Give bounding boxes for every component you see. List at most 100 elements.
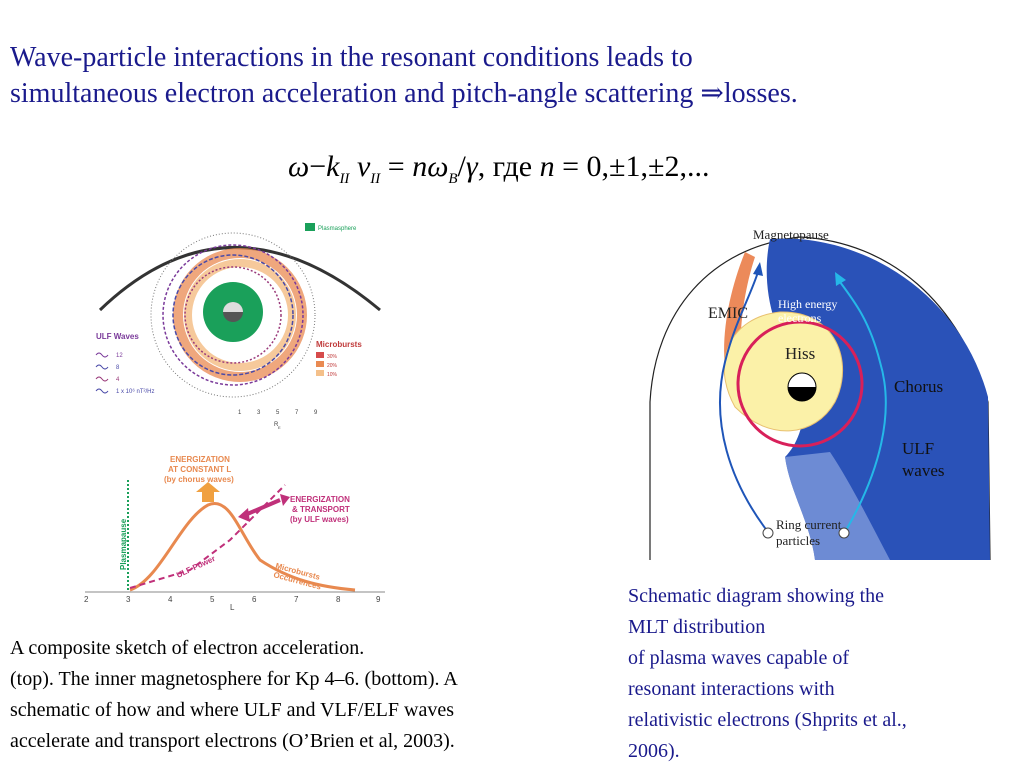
high-energy-label-1: High energy [778,297,837,311]
earth-day-side [223,302,243,312]
title-line-2: simultaneous electron acceleration and p… [10,78,798,109]
microburst-ring-outer [173,248,307,382]
energization-transport-arrowtail [238,508,250,522]
ulf-waves-title: ULF Waves [96,332,139,341]
magnetopause-label: Magnetopause [753,227,829,242]
energization-up-arrow [196,482,220,502]
caption-right-line-3: of plasma waves capable of [628,647,850,669]
formula-where: , где [477,150,533,183]
formula-v: v [356,150,371,183]
formula-equals: = [387,150,405,183]
ring-current-label-2: particles [776,533,820,548]
l-tick-9: 9 [376,595,381,604]
caption-right-line-2: MLT distribution [628,616,766,638]
l-tick-7: 7 [294,595,299,604]
re-tick-5: 5 [276,410,280,416]
ulf-legend-wave-2 [95,364,109,370]
microburst-value-10: 10% [327,372,338,378]
caption-right-line-4: resonant interactions with [628,678,835,700]
ulf-wave-ring-3 [184,266,282,364]
microbursts-title: Microbursts [316,340,362,349]
hiss-label: Hiss [785,344,815,363]
chorus-gradient-fade [785,452,890,560]
formula-v-sub: II [370,171,381,187]
formula-b-sub: B [448,171,458,187]
ulf-wave-ring-2 [172,254,294,376]
re-tick-1: 1 [238,410,242,416]
ulf-waves-label-1: ULF [902,439,934,458]
formula-minus: − [309,150,327,183]
caption-left: A composite sketch of electron accelerat… [10,633,610,757]
energization-transport-line-1: ENERGIZATION [290,495,350,504]
microburst-swatch-10 [316,370,324,376]
l-tick-5: 5 [210,595,215,604]
legend-plasmasphere-label: Plasmasphere [318,226,357,232]
formula-k-sub: II [339,171,350,187]
l-tick-3: 3 [126,595,131,604]
l-tick-4: 4 [168,595,173,604]
re-tick-3: 3 [257,410,261,416]
microburst-value-20: 20% [327,363,338,369]
caption-left-line-3: schematic of how and where ULF and VLF/E… [10,699,454,721]
ulf-legend-wave-1 [95,352,109,358]
slide-title: Wave-particle interactions in the resona… [10,40,1010,112]
microburst-swatch-30 [316,352,324,358]
formula-n-values: = 0,±1,±2,... [562,150,710,183]
l-tick-6: 6 [252,595,257,604]
particle-path-cyan [839,281,887,533]
inner-magnetosphere-figure: Plasmasphere ULF Waves 12 8 4 1 x 10⁶ nT… [95,223,381,430]
ulf-legend-value-1: 12 [116,353,123,359]
legend-plasmasphere-swatch [305,223,315,231]
energization-transport-arrow [244,498,281,517]
formula-n2: n [539,150,555,183]
energization-constant-line-2: AT CONSTANT L [168,465,231,474]
caption-right-line-6: 2006). [628,740,680,762]
emic-label: EMIC [708,305,748,322]
ulf-power-label: ULF Power [175,554,217,580]
earth-night-side [788,387,816,401]
chorus-label: Chorus [894,377,943,396]
ring-current-label-1: Ring current [776,517,842,532]
ring-current-particle-left [762,527,774,539]
particle-path-blue [719,271,769,533]
ulf-legend-value-2: 8 [116,365,120,371]
particle-path-blue-arrowhead [753,262,763,276]
hiss-region [723,311,844,432]
re-axis-label: R [274,422,279,428]
microburst-value-30: 30% [327,354,338,360]
energization-constant-line-3: (by chorus waves) [164,475,234,484]
microburst-ring-inner [184,259,296,371]
ulf-legend-wave-scale [95,388,109,394]
formula-k: k [326,150,340,183]
l-tick-2: 2 [84,595,89,604]
plasmapause-label: Plasmapause [119,518,128,570]
ulf-legend-scale: 1 x 10⁶ nT²/Hz [116,388,154,395]
re-axis-label-sub: E [278,425,281,430]
caption-right-line-1: Schematic diagram showing the [628,585,885,607]
microburst-swatch-20 [316,361,324,367]
l-tick-8: 8 [336,595,341,604]
formula-omega-b: ω [427,150,449,183]
formula-omega: ω [288,150,310,183]
caption-left-line-4: accelerate and transport electrons (O’Br… [10,730,455,752]
l-axis-label: L [230,603,235,612]
ulf-wave-ring-1 [162,244,304,386]
ulf-legend-wave-3 [95,376,109,382]
energization-schematic: Plasmapause ULF Power ENERGIZATION AT CO… [84,455,385,612]
caption-right-line-5: relativistic electrons (Shprits et al., [628,709,907,731]
mlt-wave-distribution-figure: Magnetopause EMIC High energy electrons … [649,227,991,561]
bow-shock-arc [98,246,381,312]
formula-slash: / [457,150,466,183]
re-tick-7: 7 [295,410,299,416]
hiss-resonance-ring [736,320,864,448]
caption-left-line-1: A composite sketch of electron accelerat… [10,637,365,659]
formula-n: n [412,150,428,183]
energization-transport-arrowhead [280,494,290,506]
ulf-legend-value-3: 4 [116,377,120,383]
particle-path-cyan-arrowhead [835,272,846,286]
energization-transport-line-3: (by ULF waves) [290,515,349,524]
energization-constant-line-1: ENERGIZATION [170,455,230,464]
high-energy-label-2: electrons [778,311,822,325]
ulf-waves-label-2: waves [902,461,944,480]
